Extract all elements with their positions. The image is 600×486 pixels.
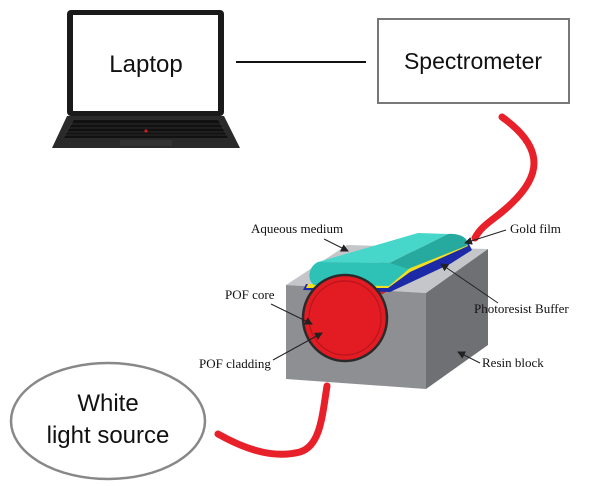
pof-core-end [301,273,389,363]
photoresist-buffer-label: Photoresist Buffer [474,301,569,316]
gold-film-arrow [464,229,507,245]
pof-cladding-arrow [272,332,323,361]
pof-core-label: POF core [225,287,275,302]
white-light-source [9,361,207,481]
aqueous-medium-arrow [323,238,349,252]
resin-block-label: Resin block [482,355,544,370]
light-source-label-line2: light source [47,422,170,449]
pof-cladding-label: POF cladding [199,356,271,371]
photoresist-buffer-arrow [440,263,499,304]
laptop-label: Laptop [109,51,182,78]
aqueous-medium-label: Aqueous medium [251,221,343,236]
pof-core-arrow [270,303,313,325]
gold-film-label: Gold film [510,221,561,236]
resin-block-arrow [457,351,481,364]
spectrometer-label: Spectrometer [404,48,542,74]
spectrometer-box [377,18,570,104]
light-source-label-line1: White [77,390,138,417]
laptop-icon [52,10,240,148]
output-optical-fiber [471,113,538,242]
input-optical-fiber [214,382,331,458]
